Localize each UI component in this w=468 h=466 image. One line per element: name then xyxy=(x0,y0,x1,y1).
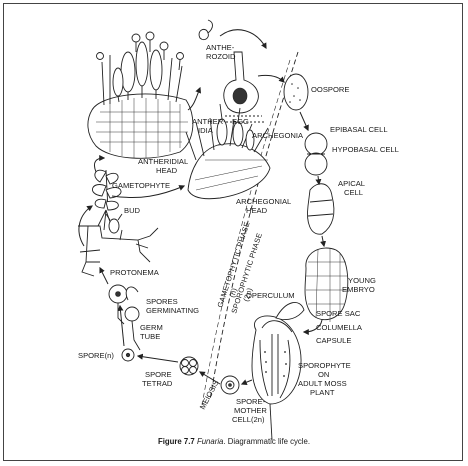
apical-cell-embryo-drawing xyxy=(307,183,335,235)
label-operculum: OPERCULUM xyxy=(246,291,295,300)
label-apical-cell-2: CELL xyxy=(344,188,363,197)
label-antherozoid-2: ROZOID xyxy=(206,52,236,61)
label-meiosis: MEIOSIS xyxy=(198,379,221,411)
gametophyte-shoot-drawing xyxy=(92,169,122,231)
label-apical-cell-1: APICAL xyxy=(338,179,365,188)
label-spore-mother-cell-3: CELL(2n) xyxy=(232,415,265,424)
label-gametophytic-ploidy: (n) xyxy=(227,287,239,299)
label-antheridial-head-2: HEAD xyxy=(156,166,178,175)
label-spores-germinating-1: SPORES xyxy=(146,297,178,306)
label-gametophyte: GAMETOPHYTE xyxy=(112,181,170,190)
young-embryo-drawing xyxy=(304,247,349,322)
spore-n-drawing xyxy=(121,348,135,362)
two-celled-embryo-drawing xyxy=(304,132,328,176)
caption-genus: Funaria xyxy=(196,437,224,446)
label-sporophyte-4: PLANT xyxy=(310,388,335,397)
label-archegonia: ARCHEGONIA xyxy=(252,131,304,140)
antherozoid-egg-drawing xyxy=(198,19,266,123)
label-young-embryo-1: YOUNG xyxy=(348,276,376,285)
label-sporophyte-1: SPOROPHYTE xyxy=(298,361,351,370)
label-sporophytic-ploidy: (2n) xyxy=(241,287,254,303)
cycle-arrows xyxy=(78,29,327,386)
label-protonema: PROTONEMA xyxy=(110,268,160,277)
label-antheridial-head-1: ANTHERIDIAL xyxy=(138,157,188,166)
archegonial-head-drawing xyxy=(185,103,271,200)
label-oospore: OOSPORE xyxy=(311,85,349,94)
label-antherozoid-1: ANTHE- xyxy=(206,43,235,52)
label-capsule: CAPSULE xyxy=(316,336,351,345)
label-spore-sac: SPORE SAC xyxy=(316,309,361,318)
label-young-embryo-2: EMBRYO xyxy=(342,285,375,294)
antheridial-head-drawing xyxy=(87,31,194,159)
spores-germinating-drawing xyxy=(108,284,141,351)
label-spore-tetrad-1: SPORE xyxy=(145,370,172,379)
label-antheridia-1: ANTHER- xyxy=(192,117,226,126)
label-bud: BUD xyxy=(124,206,141,215)
figure-frame xyxy=(3,3,463,461)
figure-caption: Figure 7.7 Funaria. Diagrammatic life cy… xyxy=(0,437,468,446)
spore-tetrad-drawing xyxy=(179,356,199,376)
label-epibasal-cell: EPIBASAL CELL xyxy=(330,125,388,134)
label-archegonial-head-1: ARCHEGONIAL xyxy=(236,197,291,206)
label-sporophyte-3: ADULT MOSS xyxy=(298,379,347,388)
label-sporophyte-2: ON xyxy=(318,370,329,379)
label-spore-mother-cell-1: SPORE- xyxy=(236,397,266,406)
label-spore-tetrad-2: TETRAD xyxy=(142,379,173,388)
spore-mother-cell-drawing xyxy=(220,375,240,395)
label-archegonial-head-2: HEAD xyxy=(246,206,268,215)
phase-divider-lines xyxy=(201,51,299,406)
label-spores-germinating-2: GERMINATING xyxy=(146,306,199,315)
label-spore-n: SPORE(n) xyxy=(78,351,114,360)
phase-labels: GAMETOPHYTIC PHASE (n) SPOROPHYTIC PHASE… xyxy=(215,221,264,315)
label-germ-tube-1: GERM xyxy=(140,323,163,332)
label-columella: COLUMELLA xyxy=(316,323,363,332)
label-spore-mother-cell-2: MOTHER xyxy=(234,406,267,415)
label-egg: EGG xyxy=(232,117,249,126)
label-germ-tube-2: TUBE xyxy=(140,332,160,341)
diagram-labels: ANTHE- ROZOID OOSPORE ANTHER- IDIA EGG E… xyxy=(78,43,399,424)
caption-text: . Diagrammatic life cycle. xyxy=(223,437,311,446)
label-antheridia-2: IDIA xyxy=(198,126,214,135)
label-hypobasal-cell: HYPOBASAL CELL xyxy=(332,145,399,154)
sporophyte-capsule-drawing xyxy=(251,302,305,441)
oospore-drawing xyxy=(283,73,309,111)
protonema-drawing xyxy=(78,213,159,277)
caption-number: Figure 7.7 xyxy=(157,437,195,446)
